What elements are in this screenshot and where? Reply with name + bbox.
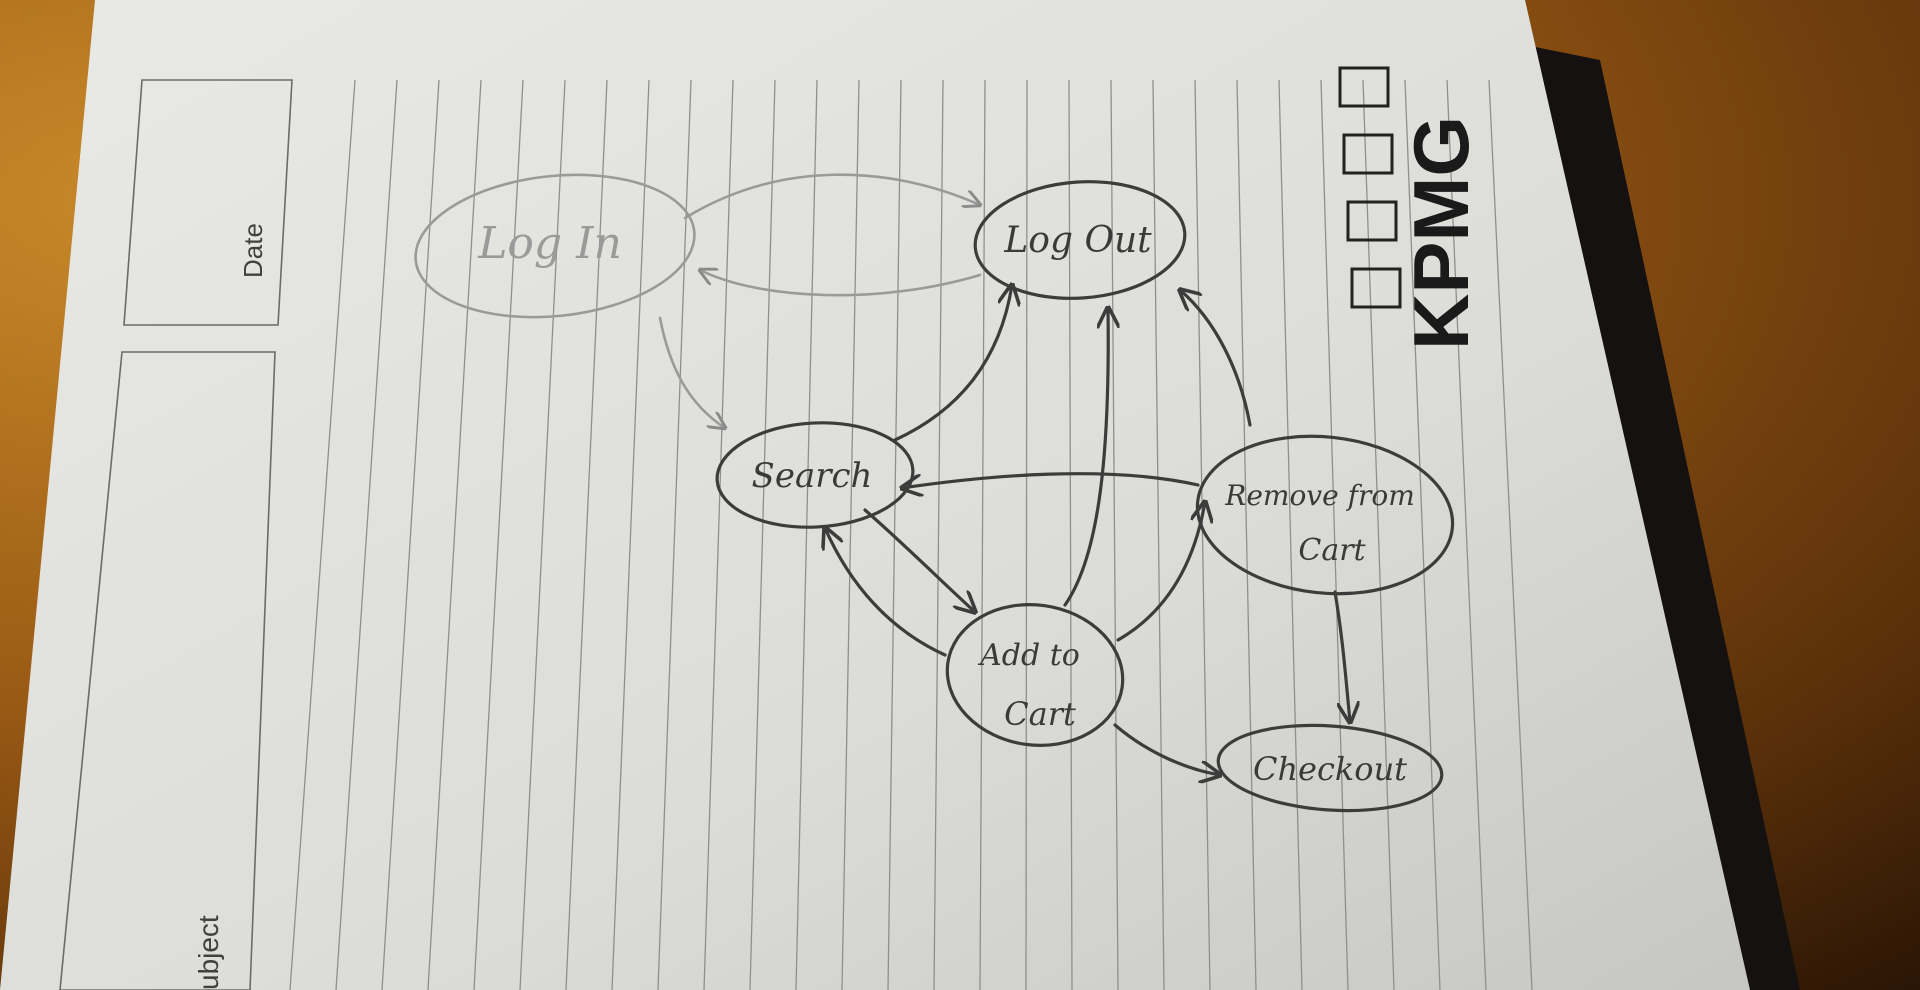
ruled-line xyxy=(703,79,734,990)
edge-login-to-logout xyxy=(683,173,980,220)
node-remove-from-cart: Remove from Cart xyxy=(1195,434,1455,596)
subject-box xyxy=(59,351,276,990)
node-checkout-label: Checkout xyxy=(1253,750,1407,788)
notebook-page xyxy=(0,0,1750,990)
ruled-line xyxy=(519,79,566,990)
ruled-line xyxy=(1236,79,1257,990)
kpmg-wordmark: KPMG xyxy=(1397,116,1485,350)
ruled-line xyxy=(1152,79,1165,990)
edge-login-to-search xyxy=(658,316,725,428)
ruled-line xyxy=(933,79,944,990)
date-box xyxy=(123,79,293,326)
ruled-line xyxy=(611,79,650,990)
ruled-line xyxy=(795,79,818,990)
edge-logout-to-login xyxy=(700,270,982,297)
node-login: Log In xyxy=(414,173,696,319)
edge-add-to-logout xyxy=(1063,308,1108,607)
subject-label: ubject xyxy=(193,915,224,990)
node-search-label: Search xyxy=(752,456,873,496)
ruled-line xyxy=(1194,79,1211,990)
edge-search-to-logout xyxy=(893,285,1012,442)
node-remove-label-2: Cart xyxy=(1298,533,1366,568)
ruled-lines xyxy=(289,79,1533,990)
node-add-label-1: Add to xyxy=(977,638,1080,673)
node-add-to-cart: Add to Cart xyxy=(945,603,1125,747)
ruled-line xyxy=(427,79,482,990)
ruled-line xyxy=(565,79,608,990)
date-label: Date xyxy=(238,223,268,278)
diagram-nodes: Log In Log Out Search Remove from Cart A… xyxy=(414,173,1455,813)
node-logout: Log Out xyxy=(973,180,1187,300)
edge-add-to-search xyxy=(825,528,947,657)
ruled-line xyxy=(381,79,440,990)
ruled-line xyxy=(335,79,398,990)
node-remove-label-1: Remove from xyxy=(1224,479,1415,512)
ruled-line xyxy=(1320,79,1349,990)
edge-remove-to-checkout xyxy=(1333,590,1350,722)
ruled-line xyxy=(1404,79,1441,990)
ruled-line xyxy=(749,79,776,990)
ruled-line xyxy=(1025,79,1028,990)
edge-search-to-add xyxy=(863,508,975,612)
kpmg-logo: KPMG xyxy=(1338,66,1485,350)
edge-add-to-checkout xyxy=(1113,723,1220,775)
ruled-line xyxy=(1278,79,1303,990)
node-checkout: Checkout xyxy=(1216,723,1444,813)
edge-remove-to-logout xyxy=(1180,290,1252,427)
node-login-label: Log In xyxy=(477,218,622,269)
node-add-label-2: Cart xyxy=(1004,695,1076,733)
ruled-line xyxy=(657,79,692,990)
ruled-line xyxy=(289,79,356,990)
edge-remove-to-search xyxy=(902,472,1200,488)
ruled-line xyxy=(1110,79,1119,990)
node-search: Search xyxy=(715,421,915,529)
ruled-line xyxy=(1446,79,1487,990)
ruled-line xyxy=(473,79,524,990)
ruled-line xyxy=(1488,79,1533,990)
ruled-line xyxy=(1068,79,1073,990)
ruled-line xyxy=(1362,79,1395,990)
ruled-line xyxy=(979,79,986,990)
node-logout-label: Log Out xyxy=(1003,220,1152,261)
ruled-line xyxy=(841,79,860,990)
